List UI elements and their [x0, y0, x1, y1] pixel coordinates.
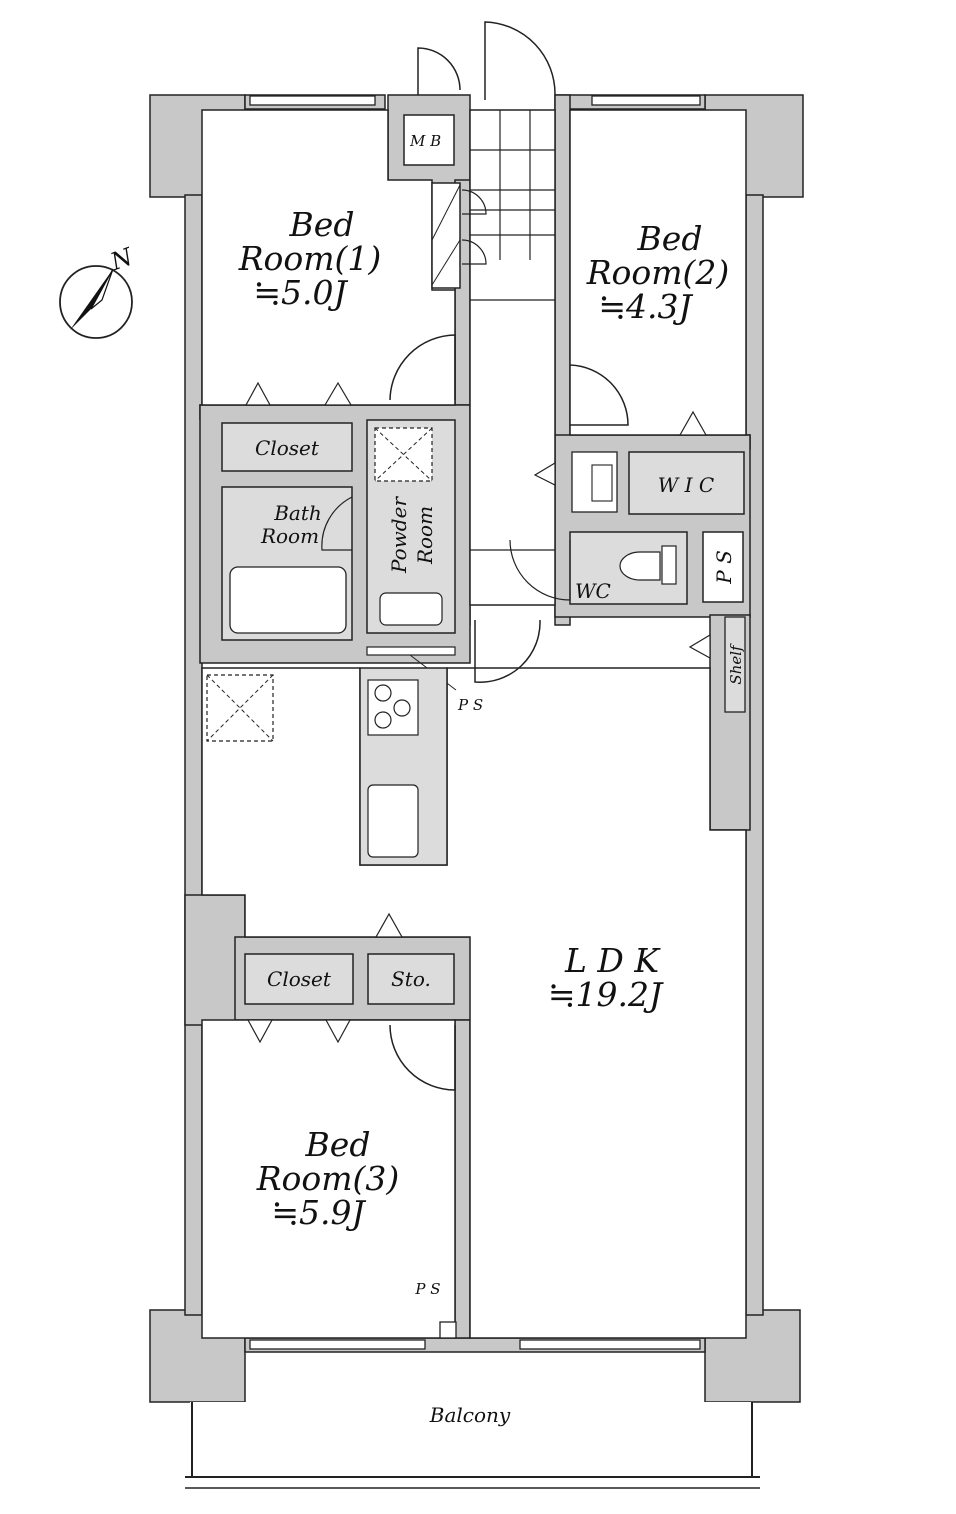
- storage-door[interactable]: [374, 912, 404, 938]
- burner-1: [374, 684, 392, 702]
- wc-label: WC: [575, 579, 611, 603]
- shoe-cabinet-door-2[interactable]: [461, 239, 487, 265]
- window-br3: [249, 1339, 426, 1350]
- toilet: [619, 551, 661, 581]
- entrance-door-swing[interactable]: [484, 21, 556, 100]
- compass-arrow-icon: [70, 269, 113, 330]
- shoe-cabinet: [431, 182, 461, 289]
- shoe-cabinet-door[interactable]: [461, 189, 487, 215]
- ps-right-label: P S: [712, 550, 736, 585]
- bedroom1-line2: Room(1): [238, 239, 382, 278]
- powder-text: Powder Room: [387, 496, 437, 574]
- wc-door[interactable]: [509, 539, 571, 601]
- bedroom3-text: Bed Room(3) ≒5.9J: [256, 1125, 400, 1232]
- bedroom2-line2: Room(2): [586, 253, 730, 292]
- wic-door[interactable]: [678, 410, 708, 436]
- windows: [249, 95, 701, 1350]
- window-br2: [591, 95, 701, 106]
- closet-top-door-2[interactable]: [323, 381, 353, 406]
- powder-label-1: Powder: [387, 496, 411, 574]
- ps-kitchen-strip: [366, 646, 456, 656]
- ldk-area: ≒19.2J: [548, 975, 664, 1014]
- bedroom3-floor: [201, 1019, 456, 1339]
- bedroom3-area: ≒5.9J: [271, 1193, 366, 1232]
- entrance-grid: [470, 110, 555, 260]
- balcony: [190, 1402, 753, 1477]
- wic-label: W I C: [658, 473, 714, 497]
- corridor-floor: [469, 109, 556, 606]
- hall-cupboard-door[interactable]: [533, 461, 556, 486]
- bedroom1-door-swing[interactable]: [389, 334, 456, 401]
- wall-br3-right: [454, 1019, 471, 1339]
- window-ldk: [519, 1339, 701, 1350]
- storage: [367, 953, 455, 1005]
- corridor-ticks: [470, 299, 555, 551]
- storage-label: Sto.: [391, 967, 431, 991]
- bedroom2-floor: [569, 109, 747, 436]
- burner-2: [393, 699, 411, 717]
- closet-bottom-door-1[interactable]: [246, 1019, 274, 1044]
- wic: [628, 451, 745, 515]
- room-floors: [201, 109, 747, 1339]
- bath-door[interactable]: [321, 496, 353, 551]
- bedroom1-area: ≒5.0J: [253, 273, 348, 312]
- bedroom1-floor: [201, 109, 456, 406]
- bedroom3-door-swing[interactable]: [389, 1024, 456, 1091]
- mb-door-swing[interactable]: [417, 47, 461, 95]
- closet-top-door-1[interactable]: [244, 381, 272, 406]
- bath-label-1: Bath: [273, 501, 322, 525]
- bedroom2-line1: Bed: [637, 219, 703, 258]
- bath-label-2: Room: [260, 524, 319, 548]
- powder-sink: [379, 592, 443, 626]
- shelf: [724, 616, 746, 713]
- ps-right: [702, 531, 744, 603]
- compass: N: [59, 242, 137, 339]
- closet-top-label: Closet: [255, 436, 320, 460]
- balcony-label: Balcony: [429, 1403, 511, 1427]
- mb-label: M B: [409, 132, 441, 150]
- bedroom3-line2: Room(3): [256, 1159, 400, 1198]
- ldk-text: L D K ≒19.2J: [548, 941, 664, 1014]
- bedroom2-area: ≒4.3J: [598, 287, 693, 326]
- shelf-door[interactable]: [688, 633, 711, 660]
- closet-bottom-label: Closet: [267, 967, 332, 991]
- bedroom1-text: Bed Room(1) ≒5.0J: [238, 205, 382, 312]
- burner-3: [374, 711, 392, 729]
- closet-top: [221, 422, 353, 472]
- bedroom2-door-swing[interactable]: [569, 364, 629, 426]
- ps-bottom-label: P S: [414, 1280, 440, 1298]
- bedroom1-line1: Bed: [289, 205, 355, 244]
- ldk-door-swing[interactable]: [474, 619, 541, 683]
- kitchen-sink: [367, 784, 419, 858]
- powder-label-2: Room: [413, 506, 437, 565]
- wall-left: [184, 194, 203, 1316]
- window-br1: [249, 95, 376, 106]
- shelf-label: Shelf: [727, 643, 745, 685]
- bedroom2-text: Bed Room(2) ≒4.3J: [586, 219, 730, 326]
- closet-bottom-door-2[interactable]: [324, 1019, 352, 1044]
- ps-kitchen-label: P S: [457, 696, 483, 714]
- ldk-line1: L D K: [564, 941, 661, 980]
- mb-box: [403, 114, 455, 166]
- closet-bottom: [244, 953, 354, 1005]
- ps-bottom-box: [439, 1321, 457, 1339]
- bathtub: [229, 566, 347, 634]
- bedroom3-line1: Bed: [305, 1125, 371, 1164]
